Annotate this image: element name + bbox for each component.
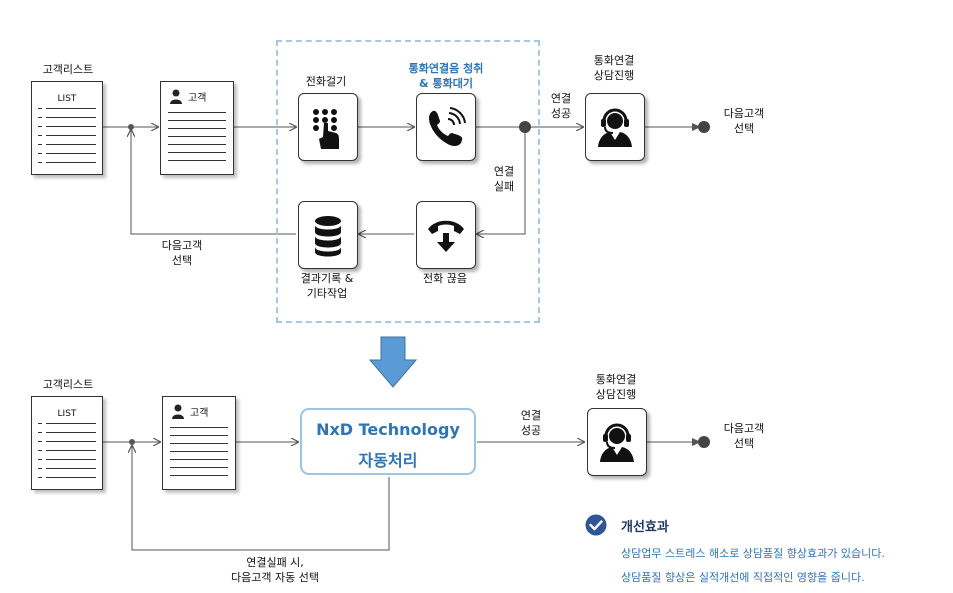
customer-label-b: 고객 bbox=[190, 408, 209, 419]
agent-box bbox=[585, 93, 645, 161]
auto-loop-label-2: 다음고객 자동 선택 bbox=[231, 571, 319, 584]
junction-dot-b bbox=[129, 439, 135, 445]
next-customer-b2: 선택 bbox=[733, 437, 755, 450]
effect-title: 개선효과 bbox=[621, 520, 669, 535]
hangup-box bbox=[416, 201, 476, 269]
loop-label-2: 선택 bbox=[171, 254, 193, 267]
connect-success-b2: 성공 bbox=[520, 424, 542, 437]
line-record-loop bbox=[131, 130, 296, 235]
agent-label-b1: 통화연결 bbox=[595, 373, 637, 386]
database-icon bbox=[315, 216, 341, 257]
connect-fail-1: 연결 bbox=[493, 165, 515, 178]
connect-fail-2: 실패 bbox=[493, 180, 515, 193]
connect-success-1: 연결 bbox=[550, 92, 572, 105]
auto-title: NxD Technology bbox=[316, 420, 460, 439]
dial-box bbox=[298, 93, 358, 161]
check-circle-icon bbox=[585, 514, 607, 536]
record-label-1: 결과기록 & bbox=[300, 272, 354, 285]
hangup-label: 전화 끊음 bbox=[423, 272, 467, 285]
end-node bbox=[698, 121, 710, 133]
auto-subtitle: 자동처리 bbox=[358, 451, 418, 470]
junction-dot bbox=[128, 124, 134, 130]
line-auto-loop bbox=[132, 446, 390, 551]
connect-success-2: 성공 bbox=[550, 107, 572, 120]
auto-process-box: NxD Technology 자동처리 bbox=[300, 408, 476, 475]
phone-ringing-icon bbox=[429, 107, 466, 146]
headset-agent-icon bbox=[600, 423, 634, 462]
customer-document-b: 고객 bbox=[162, 396, 236, 490]
manual-process-region bbox=[276, 40, 540, 323]
agent-label-2: 상담진행 bbox=[593, 69, 635, 82]
list-label: LIST bbox=[57, 94, 77, 104]
end-node-b bbox=[698, 436, 710, 448]
person-icon bbox=[172, 404, 184, 419]
ringing-box bbox=[416, 93, 476, 161]
keypad-icon bbox=[313, 109, 339, 149]
line-decision-to-hangup bbox=[477, 133, 526, 234]
effect-line-2: 상담품질 향상은 실적개선에 직접적인 영향을 줍니다. bbox=[621, 571, 865, 584]
person-icon bbox=[170, 89, 182, 104]
customer-list-document-b: LIST bbox=[31, 396, 103, 490]
loop-label-1: 다음고객 bbox=[161, 239, 203, 252]
customer-list-title: 고객리스트 bbox=[42, 63, 94, 76]
list-label-b: LIST bbox=[57, 409, 77, 419]
customer-list-document: LIST bbox=[31, 81, 103, 175]
hangup-icon bbox=[428, 220, 464, 252]
next-customer-2: 선택 bbox=[733, 122, 755, 135]
connect-success-b1: 연결 bbox=[520, 409, 542, 422]
dial-label: 전화걸기 bbox=[305, 75, 347, 88]
next-customer-b1: 다음고객 bbox=[723, 422, 765, 435]
next-customer-1: 다음고객 bbox=[723, 107, 765, 120]
record-label-2: 기타작업 bbox=[306, 287, 348, 300]
agent-label-1: 통화연결 bbox=[593, 54, 635, 67]
customer-document: 고객 bbox=[160, 81, 234, 175]
down-arrow-icon bbox=[369, 336, 417, 388]
ringing-label-1: 통화연결음 청취 bbox=[408, 62, 484, 75]
agent-label-b2: 상담진행 bbox=[595, 388, 637, 401]
effect-line-1: 상담업무 스트레스 해소로 상담품질 향상효과가 있습니다. bbox=[621, 547, 885, 560]
auto-loop-label-1: 연결실패 시, bbox=[246, 556, 304, 569]
record-box bbox=[298, 201, 358, 269]
agent-box-b bbox=[587, 408, 647, 476]
customer-list-title-b: 고객리스트 bbox=[42, 378, 94, 391]
headset-agent-icon bbox=[598, 108, 632, 147]
customer-label: 고객 bbox=[188, 93, 207, 104]
ringing-label-2: & 통화대기 bbox=[419, 77, 473, 90]
decision-node bbox=[519, 121, 531, 133]
